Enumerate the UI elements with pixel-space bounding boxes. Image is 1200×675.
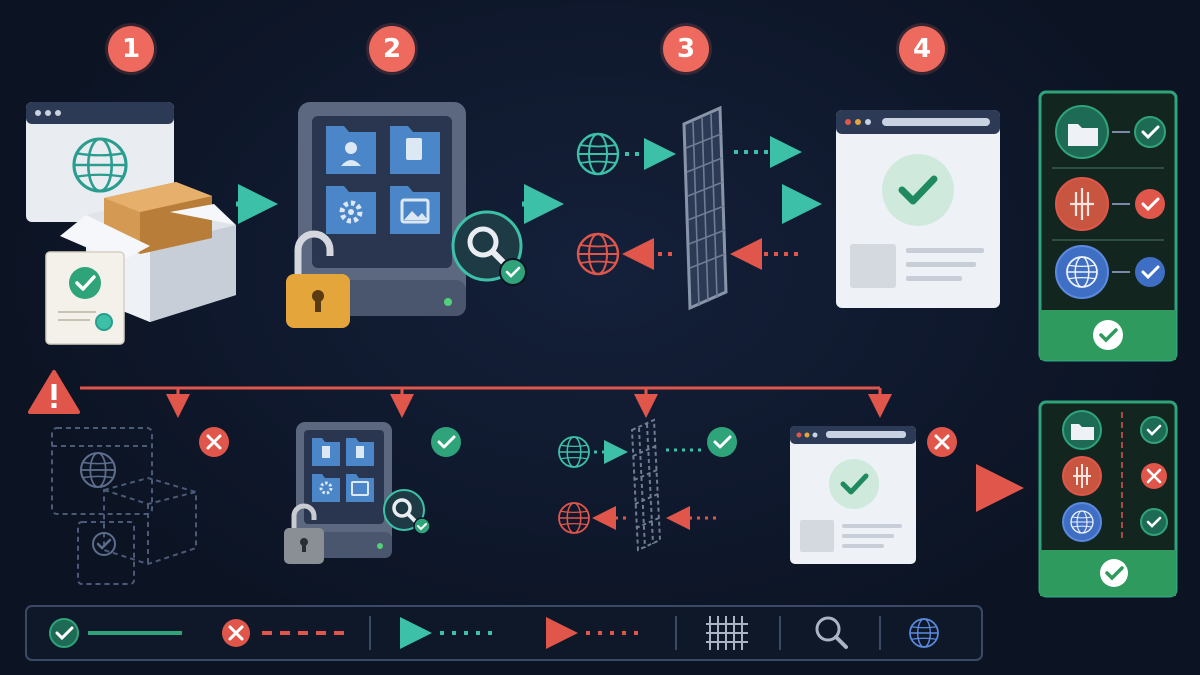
- magnifier-icon: [815, 616, 848, 649]
- magnifier-icon: [383, 489, 431, 535]
- x-circle-icon: [199, 427, 229, 457]
- warning-icon: [28, 370, 80, 414]
- check-circle-icon: [49, 618, 79, 648]
- firewall-grid-icon: [682, 105, 728, 311]
- folder-document-icon: [390, 126, 440, 174]
- globe-icon: [1055, 245, 1109, 299]
- check-circle-icon: [1134, 116, 1166, 148]
- folder-image-icon: [390, 186, 440, 234]
- step-number: 1: [121, 34, 141, 64]
- step1-package-illustration: [26, 102, 236, 345]
- waveform-icon: [1062, 456, 1102, 496]
- web-page-icon: [836, 110, 1000, 308]
- x-circle-icon: [222, 619, 250, 647]
- x-circle-icon: [1141, 463, 1167, 489]
- checklist-panel-top: [1038, 90, 1178, 362]
- check-circle-icon: [1140, 416, 1168, 444]
- storage-server-icon: [298, 102, 466, 316]
- step-number: 2: [382, 34, 402, 64]
- step-badge-3: 3: [663, 26, 709, 72]
- globe-icon: [558, 436, 590, 468]
- result-check-icon: [1100, 559, 1128, 587]
- folder-user-icon: [326, 126, 376, 174]
- firewall-grid-icon: [630, 418, 662, 552]
- padlock-open-icon: [284, 503, 324, 564]
- globe-icon: [576, 232, 620, 276]
- storage-server-icon: [296, 422, 392, 558]
- web-page-icon: [790, 426, 916, 564]
- step-badge-4: 4: [899, 26, 945, 72]
- ghost-package-illustration: [51, 427, 197, 585]
- firewall-grid-icon: [706, 616, 748, 650]
- globe-icon: [576, 132, 620, 176]
- step-badge-2: 2: [369, 26, 415, 72]
- folder-icon: [1055, 105, 1109, 159]
- step-badge-1: 1: [108, 26, 154, 72]
- globe-icon: [79, 451, 117, 489]
- check-circle-icon: [707, 427, 737, 457]
- check-circle-icon: [431, 427, 461, 457]
- padlock-open-icon: [286, 230, 350, 328]
- check-circle-icon: [1140, 508, 1168, 536]
- x-circle-icon: [1135, 189, 1165, 219]
- result-check-icon: [1093, 320, 1123, 350]
- folder-settings-icon: [326, 186, 376, 234]
- waveform-icon: [1055, 177, 1109, 231]
- globe-icon: [1062, 502, 1102, 542]
- checklist-panel-bottom: [1038, 400, 1178, 598]
- certificate-icon: [45, 251, 125, 345]
- magnifier-icon: [451, 210, 527, 286]
- x-circle-icon: [927, 427, 957, 457]
- step-number: 3: [676, 34, 696, 64]
- legend-bar: [25, 605, 983, 661]
- checkmark-icon: [92, 532, 116, 556]
- globe-icon: [558, 502, 590, 534]
- folder-icon: [1062, 410, 1102, 450]
- step-number: 4: [912, 34, 932, 64]
- check-circle-icon: [1135, 257, 1165, 287]
